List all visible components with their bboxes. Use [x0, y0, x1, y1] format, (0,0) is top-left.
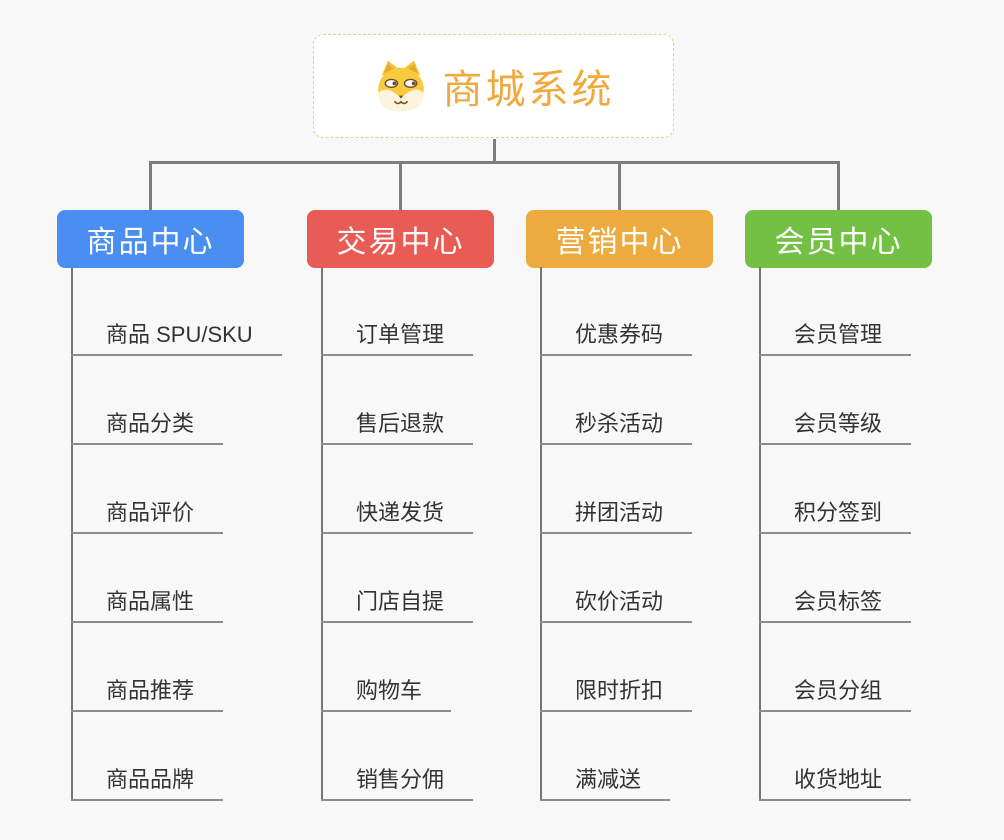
tree-item[interactable]: 满减送: [540, 712, 692, 801]
tree-item-label: 优惠券码: [540, 317, 693, 356]
tree-item-label: 快递发货: [321, 495, 474, 534]
tree-item[interactable]: 商品品牌: [71, 712, 282, 801]
tree-item-label: 销售分佣: [321, 762, 474, 801]
branch-items-trade-center: 订单管理 售后退款 快递发货 门店自提 购物车 销售分佣: [321, 267, 474, 801]
tree-item[interactable]: 商品推荐: [71, 623, 282, 712]
tree-item-label: 门店自提: [321, 584, 474, 623]
branch-member-center[interactable]: 会员中心: [745, 210, 932, 268]
tree-item[interactable]: 收货地址: [759, 712, 912, 801]
tree-item[interactable]: 商品评价: [71, 445, 282, 534]
tree-item-label: 拼团活动: [540, 495, 693, 534]
tree-item-label: 商品推荐: [71, 673, 224, 712]
connector-drop-member: [837, 161, 840, 210]
tree-item-label: 会员分组: [759, 673, 912, 712]
tree-item-label: 商品分类: [71, 406, 224, 445]
tree-item-label: 订单管理: [321, 317, 474, 356]
branch-items-product-center: 商品 SPU/SKU 商品分类 商品评价 商品属性 商品推荐 商品品牌: [71, 267, 282, 801]
tree-item-label: 商品属性: [71, 584, 224, 623]
tree-item-label: 会员标签: [759, 584, 912, 623]
root-node[interactable]: 商城系统: [313, 34, 674, 138]
branch-marketing-center[interactable]: 营销中心: [526, 210, 713, 268]
tree-item[interactable]: 会员分组: [759, 623, 912, 712]
tree-item[interactable]: 会员标签: [759, 534, 912, 623]
tree-item[interactable]: 拼团活动: [540, 445, 693, 534]
tree-item-label: 购物车: [321, 673, 452, 712]
tree-item[interactable]: 限时折扣: [540, 623, 693, 712]
tree-item[interactable]: 商品分类: [71, 356, 282, 445]
tree-item-label: 会员等级: [759, 406, 912, 445]
tree-item-label: 商品 SPU/SKU: [71, 317, 282, 356]
tree-item-label: 满减送: [540, 762, 671, 801]
root-title: 商城系统: [442, 68, 615, 112]
tree-item[interactable]: 会员等级: [759, 356, 912, 445]
tree-item-label: 会员管理: [759, 317, 912, 356]
tree-item-label: 售后退款: [321, 406, 474, 445]
tree-item-label: 收货地址: [759, 762, 912, 801]
doge-icon: [373, 58, 429, 114]
connector-drop-product: [149, 161, 152, 210]
connector-drop-marketing: [618, 161, 621, 210]
tree-item[interactable]: 砍价活动: [540, 534, 693, 623]
tree-item[interactable]: 售后退款: [321, 356, 474, 445]
connector-drop-trade: [399, 161, 402, 210]
tree-item[interactable]: 订单管理: [321, 267, 474, 356]
branch-trade-center[interactable]: 交易中心: [307, 210, 494, 268]
tree-item[interactable]: 商品 SPU/SKU: [71, 267, 282, 356]
branch-items-member-center: 会员管理 会员等级 积分签到 会员标签 会员分组 收货地址: [759, 267, 912, 801]
tree-item-label: 商品品牌: [71, 762, 224, 801]
branch-items-marketing-center: 优惠券码 秒杀活动 拼团活动 砍价活动 限时折扣 满减送: [540, 267, 693, 801]
branch-product-center[interactable]: 商品中心: [57, 210, 244, 268]
tree-item[interactable]: 会员管理: [759, 267, 912, 356]
tree-item[interactable]: 销售分佣: [321, 712, 474, 801]
tree-item[interactable]: 快递发货: [321, 445, 474, 534]
tree-item-label: 积分签到: [759, 495, 912, 534]
connector-root-stub: [493, 139, 496, 163]
connector-horizontal: [149, 161, 840, 164]
tree-item-label: 商品评价: [71, 495, 224, 534]
tree-item[interactable]: 购物车: [321, 623, 473, 712]
tree-item[interactable]: 积分签到: [759, 445, 912, 534]
tree-item[interactable]: 优惠券码: [540, 267, 693, 356]
tree-item-label: 砍价活动: [540, 584, 693, 623]
tree-item[interactable]: 商品属性: [71, 534, 282, 623]
tree-item[interactable]: 门店自提: [321, 534, 474, 623]
tree-item-label: 秒杀活动: [540, 406, 693, 445]
tree-item[interactable]: 秒杀活动: [540, 356, 693, 445]
tree-item-label: 限时折扣: [540, 673, 693, 712]
